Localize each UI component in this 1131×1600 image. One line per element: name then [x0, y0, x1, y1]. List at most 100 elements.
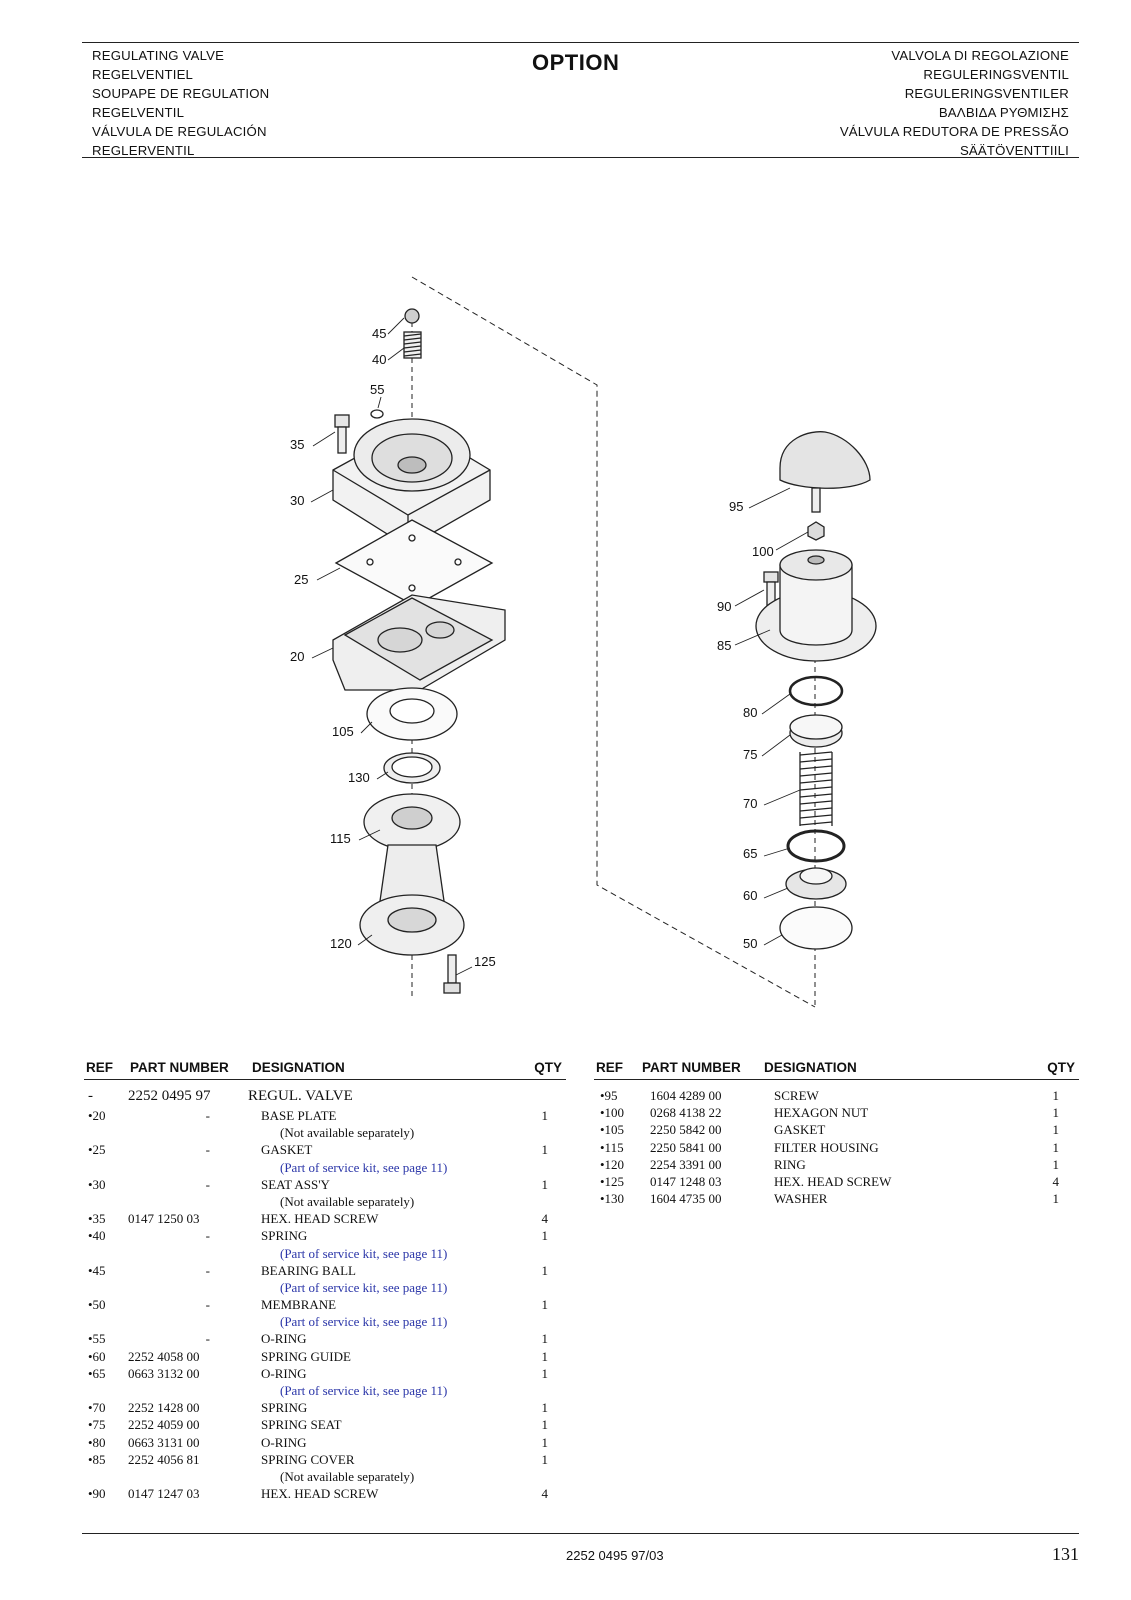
cell-qty: 1	[541, 1297, 549, 1313]
cell-ref: •60	[88, 1348, 106, 1364]
cell-designation: HEXAGON NUT	[774, 1105, 869, 1121]
cell-ref: •95	[600, 1088, 618, 1103]
cell-designation: FILTER HOUSING	[774, 1139, 879, 1155]
col-designation-header: DESIGNATION	[764, 1060, 857, 1075]
table-row: •20 - BASE PLATE 1	[84, 1108, 566, 1125]
spring-cover-part	[755, 549, 877, 662]
cell-part-number: -	[205, 1176, 210, 1192]
callout-95: 95	[729, 499, 743, 514]
cell-part-number: -	[205, 1297, 210, 1313]
callout-30: 30	[290, 493, 304, 508]
cell-part-number: -	[205, 1108, 210, 1123]
cell-designation: SEAT ASS'Y	[261, 1176, 330, 1192]
cell-ref: •120	[600, 1156, 625, 1172]
o-ring-55-part	[370, 409, 384, 419]
cell-qty: 1	[541, 1108, 549, 1123]
col-part-number-header: PART NUMBER	[642, 1060, 741, 1075]
cell-part-number: 0147 1250 03	[128, 1211, 200, 1227]
cell-ref: •70	[88, 1400, 106, 1416]
cell-part-number: 2254 3391 00	[650, 1156, 722, 1172]
hex-screw-90-part	[763, 571, 779, 607]
membrane-part	[779, 906, 853, 950]
cell-designation: (Not available separately)	[280, 1125, 415, 1141]
cell-qty: 1	[541, 1142, 549, 1158]
cell-part-number: 1604 4289 00	[650, 1088, 722, 1103]
cell-part-number: 2252 4058 00	[128, 1348, 200, 1364]
cell-ref: •55	[88, 1331, 106, 1347]
callout-55: 55	[370, 382, 384, 397]
ring-120-part	[359, 894, 465, 956]
cell-designation: BASE PLATE	[261, 1108, 337, 1123]
cell-qty: 4	[541, 1486, 549, 1502]
cell-qty: 1	[541, 1228, 549, 1244]
cell-part-number: 2250 5842 00	[650, 1122, 722, 1138]
table-note-row: (Part of service kit, see page 11)	[84, 1246, 566, 1263]
header-right-line: ΒΑΛΒΙΔΑ ΡΥΘΜΙΣΗΣ	[938, 105, 1069, 120]
cell-ref: •35	[88, 1211, 106, 1227]
filter-housing-part	[363, 793, 461, 916]
cell-part-number: 2252 1428 00	[128, 1400, 200, 1416]
cell-qty: 1	[541, 1365, 549, 1381]
cell-designation: GASKET	[261, 1142, 313, 1158]
cell-designation: (Part of service kit, see page 11)	[280, 1383, 448, 1398]
page-header: REGULATING VALVE REGELVENTIEL SOUPAPE DE…	[82, 42, 1079, 158]
header-left-titles: REGULATING VALVE REGELVENTIEL SOUPAPE DE…	[92, 46, 269, 160]
cell-designation: BEARING BALL	[261, 1262, 356, 1278]
cell-part-number: 1604 4735 00	[650, 1191, 722, 1207]
spring-seat-part	[789, 714, 843, 748]
cell-ref: •90	[88, 1486, 106, 1502]
cell-designation: HEX. HEAD SCREW	[261, 1486, 379, 1502]
cell-designation: (Not available separately)	[280, 1193, 415, 1209]
table-note-row: (Not available separately)	[84, 1125, 566, 1142]
cell-qty: 1	[1052, 1088, 1060, 1103]
cell-part-number: 0268 4138 22	[650, 1105, 722, 1121]
cell-ref: •100	[600, 1105, 625, 1121]
cell-part-number: 0147 1247 03	[128, 1486, 200, 1502]
callout-45: 45	[372, 326, 386, 341]
assembly-dashed-line	[411, 276, 816, 1008]
cell-qty: 1	[541, 1262, 549, 1278]
col-designation-header: DESIGNATION	[252, 1060, 345, 1075]
seat-assembly-part	[332, 418, 491, 548]
cell-designation: O-RING	[261, 1434, 307, 1450]
o-ring-65-part	[786, 829, 846, 863]
col-ref-header: REF	[86, 1060, 113, 1075]
o-ring-80-part	[788, 675, 844, 707]
callout-120: 120	[330, 936, 352, 951]
table-note-row: (Part of service kit, see page 11)	[84, 1383, 566, 1400]
cell-ref: •50	[88, 1297, 106, 1313]
cell-ref: •80	[88, 1434, 106, 1450]
table-row: •90 0147 1247 03 HEX. HEAD SCREW 4	[84, 1486, 566, 1503]
callout-90: 90	[717, 599, 731, 614]
cell-qty: 1	[541, 1417, 549, 1433]
cell-ref: •75	[88, 1417, 106, 1433]
cell-qty: 1	[541, 1434, 549, 1450]
callout-60: 60	[743, 888, 757, 903]
cell-part-number: 2252 0495 97	[128, 1088, 211, 1104]
header-right-line: VALVOLA DI REGOLAZIONE	[891, 48, 1069, 63]
cell-ref: •30	[88, 1176, 106, 1192]
header-left-line: REGELVENTIEL	[92, 67, 194, 82]
callout-65: 65	[743, 846, 757, 861]
cell-ref: •20	[88, 1108, 106, 1123]
header-left-line: REGLERVENTIL	[92, 143, 195, 158]
cell-qty: 4	[1052, 1173, 1060, 1189]
cell-ref: •130	[600, 1191, 625, 1207]
spring-guide-part	[785, 867, 847, 900]
gasket-plate-part	[334, 519, 494, 607]
header-right-titles: VALVOLA DI REGOLAZIONE REGULERINGSVENTIL…	[840, 46, 1069, 160]
parts-table-left: REF PART NUMBER DESIGNATION QTY -2252 04…	[84, 1057, 566, 1503]
callout-80: 80	[743, 705, 757, 720]
cell-ref: -	[88, 1088, 93, 1104]
cell-qty: 1	[541, 1451, 549, 1467]
callout-100: 100	[752, 544, 774, 559]
cell-qty: 1	[1052, 1122, 1060, 1138]
col-part-number-header: PART NUMBER	[130, 1060, 229, 1075]
cell-part-number: 2252 4059 00	[128, 1417, 200, 1433]
